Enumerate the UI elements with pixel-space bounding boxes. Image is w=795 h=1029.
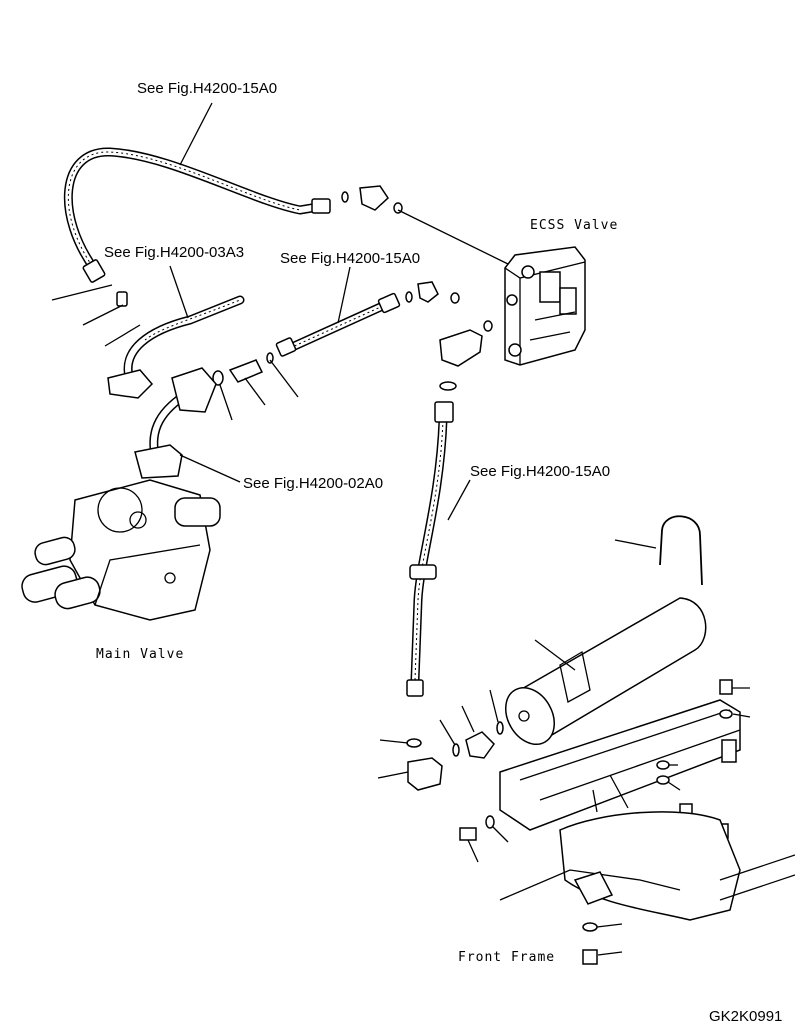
ecss-valve — [504, 246, 586, 366]
top-elbow-fitting — [341, 185, 403, 214]
ref-label-right: See Fig.H4200-15A0 — [470, 463, 610, 480]
leader-lines — [51, 102, 751, 956]
middle-hose — [275, 292, 401, 357]
lower-fittings — [406, 721, 504, 791]
ecss-valve-label: ECSS Valve — [530, 218, 618, 233]
front-frame-label: Front Frame — [458, 950, 555, 965]
ref-label-top: See Fig.H4200-15A0 — [137, 80, 277, 97]
ref-label-03a3: See Fig.H4200-03A3 — [104, 244, 244, 261]
top-hose — [63, 147, 331, 283]
top-leader-to-ecss — [397, 209, 509, 265]
main-valve — [21, 479, 221, 621]
right-vertical-hose — [406, 401, 454, 697]
main-valve-label: Main Valve — [96, 647, 184, 662]
ref-label-middle: See Fig.H4200-15A0 — [280, 250, 420, 267]
small-bolts — [459, 679, 733, 965]
drawing-code: GK2K0991 — [709, 1008, 782, 1025]
main-valve-pipe — [134, 367, 217, 479]
u-bolt — [659, 515, 703, 586]
left-fittings — [212, 352, 274, 386]
middle-fittings — [405, 281, 493, 391]
accumulator — [505, 597, 707, 745]
ref-label-02a0: See Fig.H4200-02A0 — [243, 475, 383, 492]
front-frame — [499, 811, 795, 921]
